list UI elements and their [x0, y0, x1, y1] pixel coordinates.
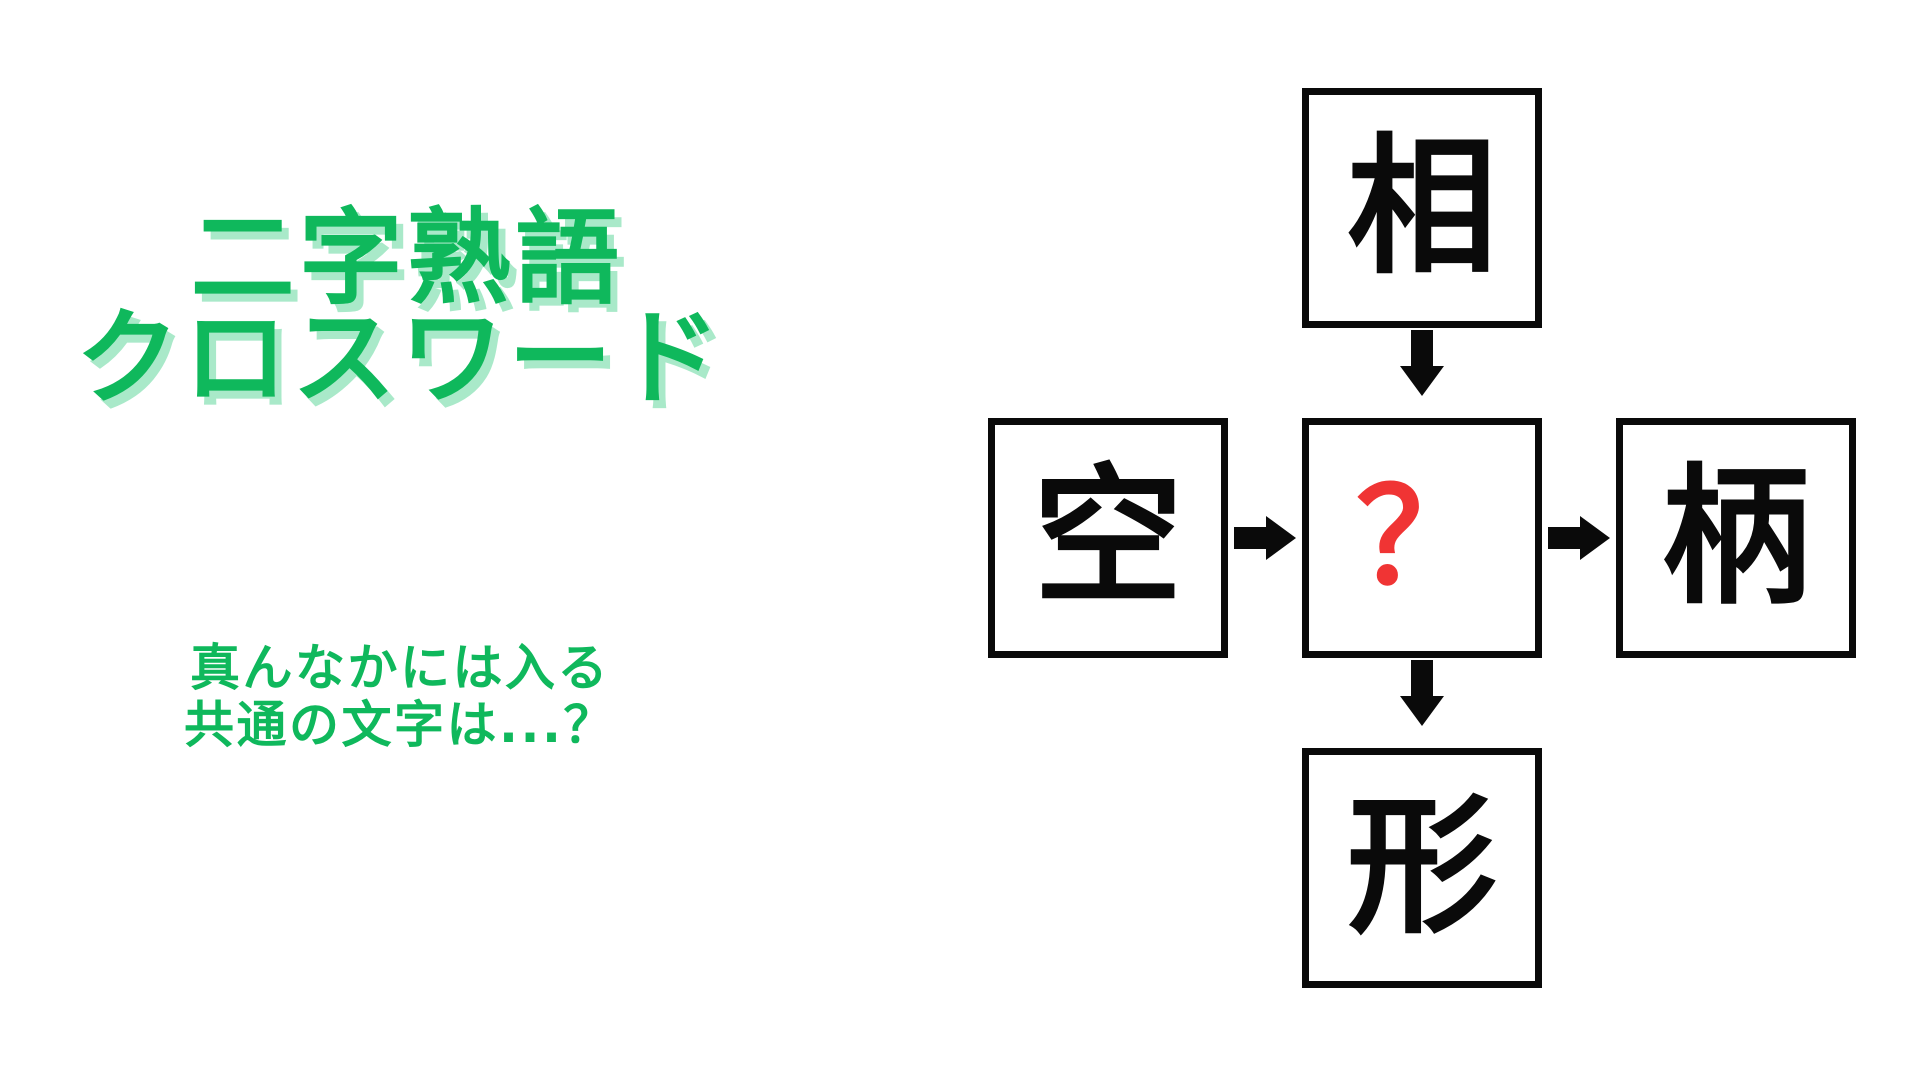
arrow-shaft — [1234, 527, 1268, 549]
arrow-head — [1266, 516, 1296, 560]
puzzle-cell-bottom-glyph: 形 — [1346, 781, 1497, 955]
arrow-head — [1400, 696, 1444, 726]
puzzle-cell-left: 空 — [988, 418, 1228, 658]
puzzle-cell-center[interactable]: ？ — [1302, 418, 1542, 658]
puzzle-cell-right: 柄 — [1616, 418, 1856, 658]
title-line-1: 二字熟語 — [190, 197, 624, 319]
puzzle-cell-left-glyph: 空 — [1032, 451, 1183, 625]
title-line-2: クロスワード — [75, 297, 725, 420]
subtitle-line-1: 真んなかには入る — [190, 639, 610, 697]
title-block: 二字熟語 クロスワード — [0, 205, 800, 411]
arrow-head — [1580, 516, 1610, 560]
arrow-shaft — [1411, 330, 1433, 368]
puzzle-cell-center-glyph: ？ — [1356, 461, 1488, 615]
puzzle-cell-right-glyph: 柄 — [1660, 451, 1811, 625]
puzzle-cell-bottom: 形 — [1302, 748, 1542, 988]
puzzle-cell-top-glyph: 相 — [1346, 121, 1497, 295]
arrow-shaft — [1411, 660, 1433, 698]
puzzle-cell-top: 相 — [1302, 88, 1542, 328]
subtitle-line-2: 共通の文字は...？ — [184, 696, 616, 754]
arrow-head — [1400, 366, 1444, 396]
subtitle-block: 真んなかには入る 共通の文字は...？ — [0, 640, 800, 754]
arrow-shaft — [1548, 527, 1582, 549]
